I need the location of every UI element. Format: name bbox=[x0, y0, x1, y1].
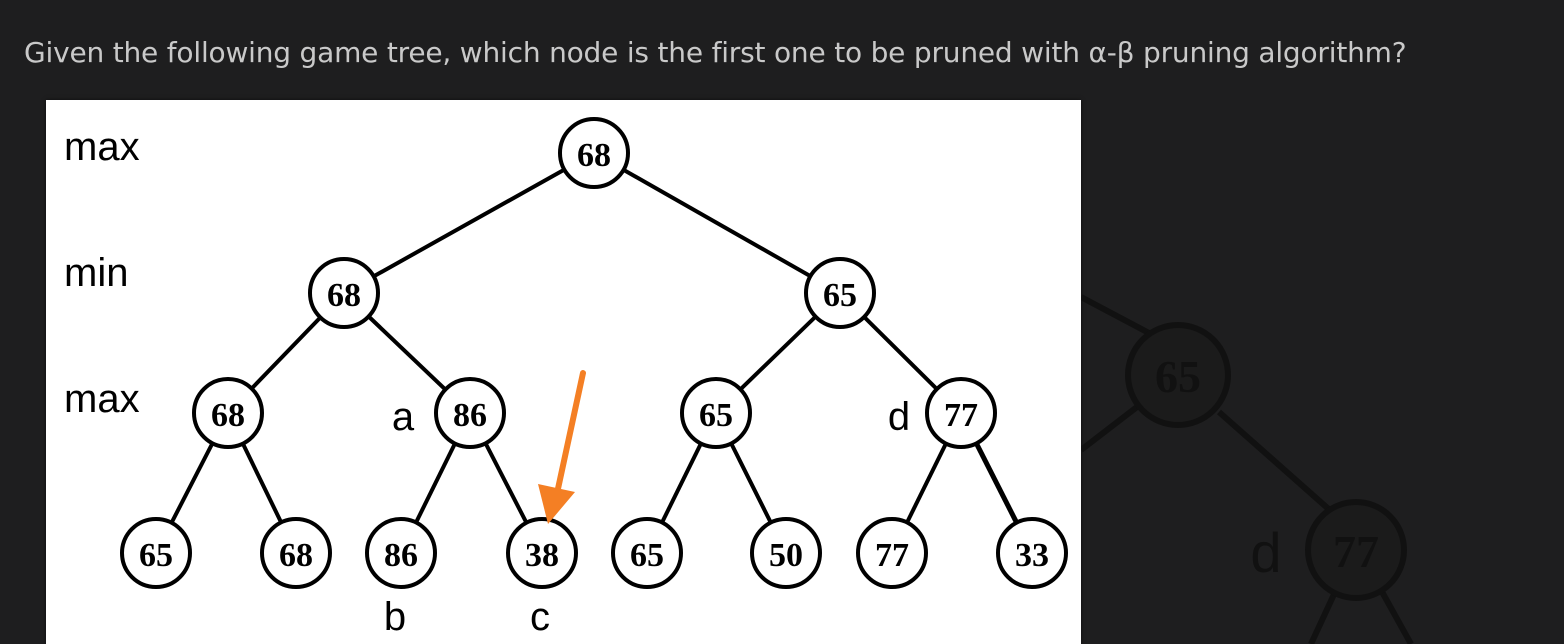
edge-root-right bbox=[593, 151, 841, 295]
ghost-node-77-value: 77 bbox=[1333, 526, 1379, 577]
node-max-3-value: 65 bbox=[699, 397, 733, 434]
node-root-value: 68 bbox=[577, 137, 611, 174]
node-max-a-value: 86 bbox=[453, 397, 487, 434]
edge-root-left bbox=[343, 151, 595, 295]
leaf-8-value: 33 bbox=[1015, 537, 1049, 574]
ghost-edge-4 bbox=[1308, 588, 1339, 644]
node-max-1-value: 68 bbox=[211, 397, 245, 434]
background-zoomed-diagram: 65 d 77 bbox=[1081, 294, 1414, 644]
leaf-2-value: 68 bbox=[279, 537, 313, 574]
leaf-6: 50 bbox=[750, 517, 822, 589]
node-min-right: 65 bbox=[804, 257, 876, 329]
level-label-max-mid: max bbox=[64, 377, 140, 421]
leaf-c-value: 38 bbox=[525, 537, 559, 574]
game-tree-diagram: max min max 68 68 65 68 86 65 bbox=[64, 117, 1068, 639]
node-max-a: 86 bbox=[434, 377, 506, 449]
leaf-5: 65 bbox=[611, 517, 683, 589]
leaf-8: 33 bbox=[996, 517, 1068, 589]
ghost-node-65-value: 65 bbox=[1155, 351, 1201, 402]
label-a: a bbox=[392, 395, 415, 439]
ghost-label-d: d bbox=[1250, 521, 1281, 584]
leaf-7-value: 77 bbox=[875, 537, 909, 574]
leaf-1-value: 65 bbox=[139, 537, 173, 574]
level-label-min: min bbox=[64, 251, 128, 295]
ghost-node-77: 77 bbox=[1305, 499, 1407, 601]
node-max-3: 65 bbox=[680, 377, 752, 449]
background-zoomed-tree: 65 d 77 bbox=[1081, 100, 1564, 644]
tree-edges bbox=[154, 151, 1035, 555]
node-max-d: 77 bbox=[925, 377, 997, 449]
label-c: c bbox=[530, 595, 550, 639]
node-min-left-value: 68 bbox=[327, 277, 361, 314]
label-b: b bbox=[384, 595, 406, 639]
annotation-arrow-icon bbox=[538, 370, 586, 524]
leaf-2: 68 bbox=[260, 517, 332, 589]
node-max-1: 68 bbox=[192, 377, 264, 449]
leaf-c: 38 bbox=[506, 517, 578, 589]
node-min-right-value: 65 bbox=[823, 277, 857, 314]
ghost-edge-2 bbox=[1081, 397, 1148, 453]
leaf-1: 65 bbox=[120, 517, 192, 589]
leaf-7: 77 bbox=[856, 517, 928, 589]
leaf-6-value: 50 bbox=[769, 537, 803, 574]
label-d: d bbox=[888, 395, 910, 439]
game-tree-image: max min max 68 68 65 68 86 65 bbox=[46, 100, 1081, 644]
leaf-5-value: 65 bbox=[630, 537, 664, 574]
ghost-edge-5 bbox=[1378, 588, 1414, 644]
question-text: Given the following game tree, which nod… bbox=[24, 36, 1407, 69]
ghost-node-65: 65 bbox=[1125, 322, 1231, 428]
node-min-left: 68 bbox=[308, 257, 380, 329]
leaf-b-value: 86 bbox=[384, 537, 418, 574]
ghost-edge-3 bbox=[1217, 409, 1343, 523]
leaf-b: 86 bbox=[365, 517, 437, 589]
node-root: 68 bbox=[558, 117, 630, 189]
level-label-max-top: max bbox=[64, 125, 140, 169]
node-max-d-value: 77 bbox=[944, 397, 978, 434]
